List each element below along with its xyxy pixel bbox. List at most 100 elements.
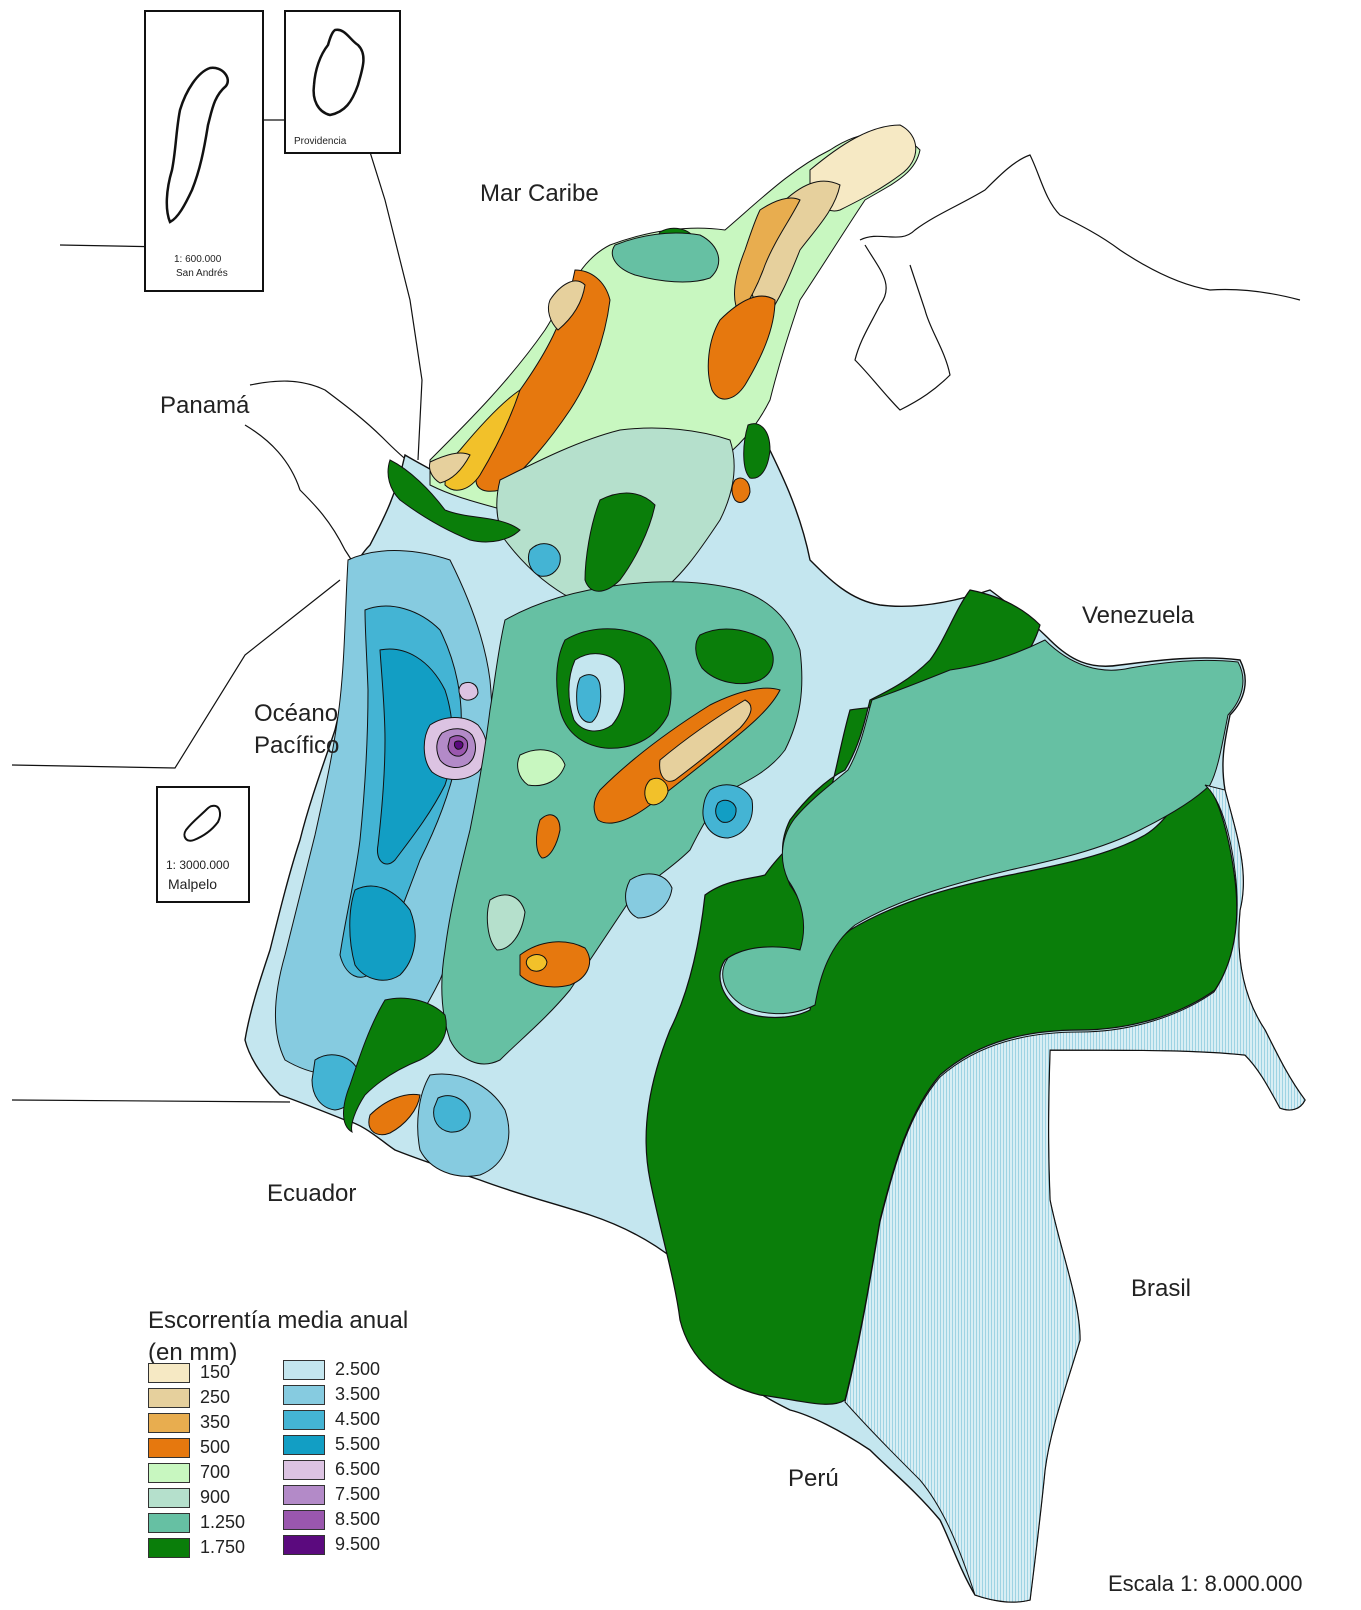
zone-north-4500 [527, 543, 561, 577]
legend-swatch [283, 1534, 325, 1555]
legend-title: Escorrentía media anual (en mm) [148, 1305, 468, 1369]
zone-andes-3500c [625, 873, 673, 919]
legend-value: 9.500 [335, 1534, 381, 1554]
zone-pacific-9500 [453, 740, 464, 750]
legend-item: 150 [148, 1360, 245, 1385]
legend-item: 2.500 [283, 1357, 380, 1382]
inset-providencia [284, 10, 401, 154]
legend-value: 6.500 [335, 1459, 381, 1479]
legend-value: 700 [200, 1462, 231, 1482]
legend-item: 3.500 [283, 1382, 380, 1407]
legend-item: 1.750 [148, 1535, 245, 1560]
legend-item: 700 [148, 1460, 245, 1485]
zone-valley-350a [644, 777, 669, 806]
zone-guajira-500 [707, 295, 776, 400]
zone-north-1750 [387, 459, 521, 543]
legend-swatch [148, 1362, 190, 1383]
legend-item: 8.500 [283, 1507, 380, 1532]
venezuela-coast [859, 154, 1301, 301]
zone-amazon-2500 [844, 784, 1306, 1603]
san-andres-island [165, 66, 229, 224]
legend-swatch [148, 1512, 190, 1533]
maritime-line-2 [11, 579, 341, 769]
label-brasil: Brasil [1131, 1275, 1192, 1302]
legend-value: 2.500 [335, 1359, 381, 1379]
legend-item: 6.500 [283, 1457, 380, 1482]
label-mar-caribe: Mar Caribe [480, 180, 599, 207]
legend-item: 250 [148, 1385, 245, 1410]
legend-item: 4.500 [283, 1407, 380, 1432]
legend-item: 350 [148, 1410, 245, 1435]
legend-swatch [283, 1359, 325, 1380]
inset-san-andres [144, 10, 264, 292]
zone-andes-1750b [695, 628, 774, 685]
legend-swatch [283, 1434, 325, 1455]
zone-andes-1750c [584, 492, 656, 592]
legend-swatch [148, 1387, 190, 1408]
legend-item: 7.500 [283, 1482, 380, 1507]
providencia-island [312, 28, 365, 117]
zone-valley-500d [536, 814, 561, 859]
legend-value: 900 [200, 1487, 231, 1507]
legend-title-line-2: (en mm) [148, 1339, 238, 1366]
legend-swatch [283, 1484, 325, 1505]
legend-value: 350 [200, 1412, 231, 1432]
zone-valley-500e [731, 477, 751, 503]
label-oceano: Océano [254, 700, 339, 727]
zone-east-1250 [722, 639, 1244, 1015]
zone-east-1750 [743, 423, 771, 479]
inset-san-andres-scale: 1: 600.000 [174, 254, 222, 265]
zone-andes-1750d [343, 997, 447, 1134]
zone-andes-4500a [576, 674, 602, 723]
zone-valley-500c [368, 1093, 421, 1136]
label-venezuela: Venezuela [1082, 602, 1195, 629]
label-pacifico: Pacífico [254, 732, 340, 759]
zone-valley-500b [519, 941, 590, 988]
inset-providencia-name: Providencia [294, 136, 347, 147]
scale-text: Escala 1: 8.000.000 [1108, 1571, 1303, 1596]
legend-swatch [148, 1462, 190, 1483]
legend-value: 250 [200, 1387, 231, 1407]
legend-value: 8.500 [335, 1509, 381, 1529]
zone-valley-350b [525, 954, 548, 972]
legend-value: 150 [200, 1362, 231, 1382]
legend-item: 500 [148, 1435, 245, 1460]
inset-malpelo-scale: 1: 3000.000 [166, 858, 230, 872]
panama-south [244, 424, 366, 581]
legend-value: 3.500 [335, 1384, 381, 1404]
zone-coast-250 [429, 452, 471, 484]
legend-swatch [283, 1459, 325, 1480]
zone-north-1250b [611, 232, 720, 283]
label-panama: Panamá [160, 392, 250, 419]
legend-value: 1.750 [200, 1537, 246, 1557]
legend-item: 900 [148, 1485, 245, 1510]
legend-swatch [148, 1537, 190, 1558]
legend-swatch [148, 1437, 190, 1458]
zone-guajira-350 [734, 197, 801, 316]
legend-value: 4.500 [335, 1409, 381, 1429]
inset-malpelo [156, 786, 250, 903]
legend-item: 5.500 [283, 1432, 380, 1457]
zone-pacific-5500b [349, 885, 416, 981]
legend-item: 1.250 [148, 1510, 245, 1535]
legend-swatch [283, 1409, 325, 1430]
legend-value: 500 [200, 1437, 231, 1457]
legend-swatch [283, 1384, 325, 1405]
zone-coast-250b [547, 280, 586, 331]
legend-swatch [148, 1487, 190, 1508]
zone-andes-700a [517, 749, 566, 787]
panama-coast [249, 380, 421, 471]
inset-malpelo-name: Malpelo [168, 876, 218, 892]
zone-andes-5500b [715, 799, 737, 823]
maritime-line-1 [260, 119, 423, 461]
legend-title-line-1: Escorrentía media anual [148, 1307, 409, 1334]
zone-andes-900a [486, 894, 526, 951]
legend-value: 1.250 [200, 1512, 246, 1532]
maritime-line-3 [11, 1099, 291, 1103]
legend-value: 5.500 [335, 1434, 381, 1454]
malpelo-island [183, 804, 221, 842]
legend-swatch [148, 1412, 190, 1433]
zone-valley-250a [659, 699, 752, 782]
